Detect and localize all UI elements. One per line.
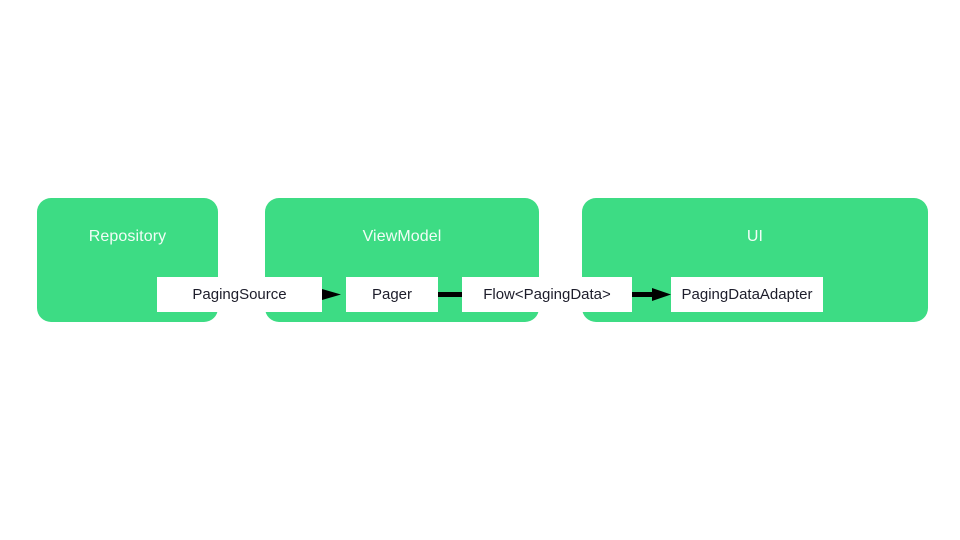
connector-pager-to-flow	[438, 277, 462, 312]
node-flow-paging-data: Flow<PagingData>	[462, 277, 632, 312]
connector-pagingsource-to-pager	[322, 277, 346, 312]
node-paging-data-adapter: PagingDataAdapter	[671, 277, 823, 312]
layer-title-ui: UI	[746, 228, 764, 245]
layer-title-viewmodel: ViewModel	[362, 228, 442, 245]
node-paging-source: PagingSource	[157, 277, 322, 312]
connector-flow-to-pagingdataadapter	[632, 277, 671, 312]
node-pager: Pager	[346, 277, 438, 312]
layer-title-repository: Repository	[88, 228, 167, 245]
